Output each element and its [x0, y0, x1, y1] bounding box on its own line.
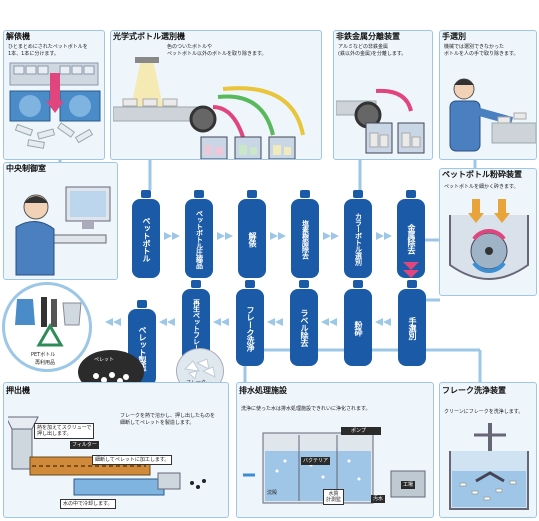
- optical-sorter-title: 光学式ボトル選別機: [113, 32, 185, 41]
- extruder-tag-cut: 細断してペレットに加工します。: [92, 455, 173, 465]
- hand-sorting-title: 手選別: [442, 32, 466, 41]
- pellet-label: ペレット: [94, 357, 115, 363]
- pet-recycle-mark: PETボトル 再利用品: [2, 282, 92, 372]
- crusher-panel: ペットボトル粉砕装置 ペットボトルを細かく砕きます。: [439, 168, 537, 296]
- flow-step-compressed-bottles: ペットボトル圧縮品: [183, 190, 215, 278]
- bale-breaker-title: 解俵機: [6, 32, 30, 41]
- flake-washer-illustration: [449, 423, 529, 510]
- flow-step-pet-bottle: ペットボトル: [130, 190, 162, 278]
- flake-washer-panel: フレーク洗浄装置 クリーンにフレークを洗浄します。: [439, 382, 537, 518]
- optical-sorter-illustration: [113, 57, 305, 159]
- wastewater-tag-bacteria: バクテリア: [301, 457, 331, 465]
- flow-step-flake-washing: フレーク洗浄: [234, 280, 266, 366]
- flow-step-metal-removal: 金属除去: [395, 190, 427, 278]
- crusher-illustration: [449, 199, 529, 280]
- control-room-panel: 中央制御室: [3, 162, 118, 280]
- optical-sorter-desc: 色のついたボトルや ペットボトル以外のボトルを取り除きます。: [167, 44, 267, 57]
- recycle-arrows-icon: [36, 323, 64, 347]
- extruder-tag-cool: 水の中で冷却します。: [60, 499, 116, 509]
- extruder-tag-heat: 熱を加えてスクリューで 押し出します。: [34, 423, 95, 439]
- hand-sorting-panel: 手選別 機械では選別できなかった ボトルを人の手で取り除きます。: [439, 30, 537, 160]
- extruder-desc: フレークを熱で溶かし、押し出したものを 細断してペレットを製造します。: [120, 413, 216, 426]
- crusher-title: ペットボトル粉砕装置: [442, 170, 522, 179]
- wastewater-tag-sediment: 沈殿: [267, 490, 278, 496]
- optical-sorter-panel: 光学式ボトル選別機 色のついたボトルや ペットボトル以外のボトルを取り除きます。: [110, 30, 322, 160]
- nonferrous-separator-title: 非鉄金属分離装置: [336, 32, 400, 41]
- bale-breaker-desc: ひとまとめにされたペットボトルを 1本、1本に分けます。: [8, 44, 88, 57]
- nonferrous-separator-desc: アルミなどの非鉄金属 (鉄以外の金属)を分離します。: [338, 44, 407, 57]
- flow-step-recycled-pet-flake: 再生ペットフレーク: [180, 280, 212, 366]
- pet-mark-label-1: PETボトル: [31, 352, 56, 358]
- flake-washer-title: フレーク洗浄装置: [442, 386, 506, 395]
- flow-step-crushing: 粉砕: [342, 280, 374, 366]
- down-arrow-icon: [403, 262, 419, 278]
- control-room-title: 中央制御室: [6, 164, 46, 173]
- nonferrous-separator-illustration: [336, 88, 425, 154]
- wastewater-tag-sewage: 汚水: [371, 495, 386, 503]
- flow-step-color-bottle-sorting: カラーボトル選別: [342, 190, 374, 278]
- crusher-desc: ペットボトルを細かく砕きます。: [444, 184, 519, 190]
- hand-sorting-desc: 機械では選別できなかった ボトルを人の手で取り除きます。: [444, 44, 519, 57]
- flow-step-chlorine-resin-removal: 塩素樹脂除去: [289, 190, 321, 278]
- flake-washer-desc: クリーンにフレークを洗浄します。: [444, 409, 524, 415]
- bale-breaker-panel: 解俵機 ひとまとめにされたペットボトルを 1本、1本に分けます。: [3, 30, 105, 160]
- wastewater-tag-factory: 工場: [401, 481, 416, 489]
- recycle-products-illustration: [15, 297, 82, 327]
- wastewater-desc: 洗浄に使った水は排水処理施設できれいに浄化されます。: [241, 406, 371, 412]
- extruder-title: 押出機: [6, 386, 30, 395]
- extruder-tag-filter: フィルター: [70, 441, 99, 449]
- wastewater-tag-treated-water: 水質 計測監: [323, 489, 345, 505]
- wastewater-title: 排水処理施設: [239, 386, 287, 395]
- extruder-panel: 押出機 フレークを熱で溶かし、押し出したものを 細断してペレットを製造します。 …: [3, 382, 229, 518]
- wastewater-panel: 排水処理施設 洗浄に使った水は排水処理施設できれいに浄化されます。 ポンプ バク…: [236, 382, 434, 518]
- nonferrous-separator-panel: 非鉄金属分離装置 アルミなどの非鉄金属 (鉄以外の金属)を分離します。: [333, 30, 433, 160]
- control-room-illustration: [15, 186, 111, 276]
- flow-step-bale-breaking: 解俵: [236, 190, 268, 278]
- hand-sorting-illustration: [449, 78, 536, 152]
- bale-breaker-illustration: [9, 62, 101, 149]
- flow-step-label-removal: ラベル除去: [288, 280, 320, 366]
- flow-step-hand-sorting: 手選別: [396, 280, 428, 366]
- wastewater-tag-pump: ポンプ: [349, 427, 368, 435]
- pet-mark-label-2: 再利用品: [35, 360, 56, 366]
